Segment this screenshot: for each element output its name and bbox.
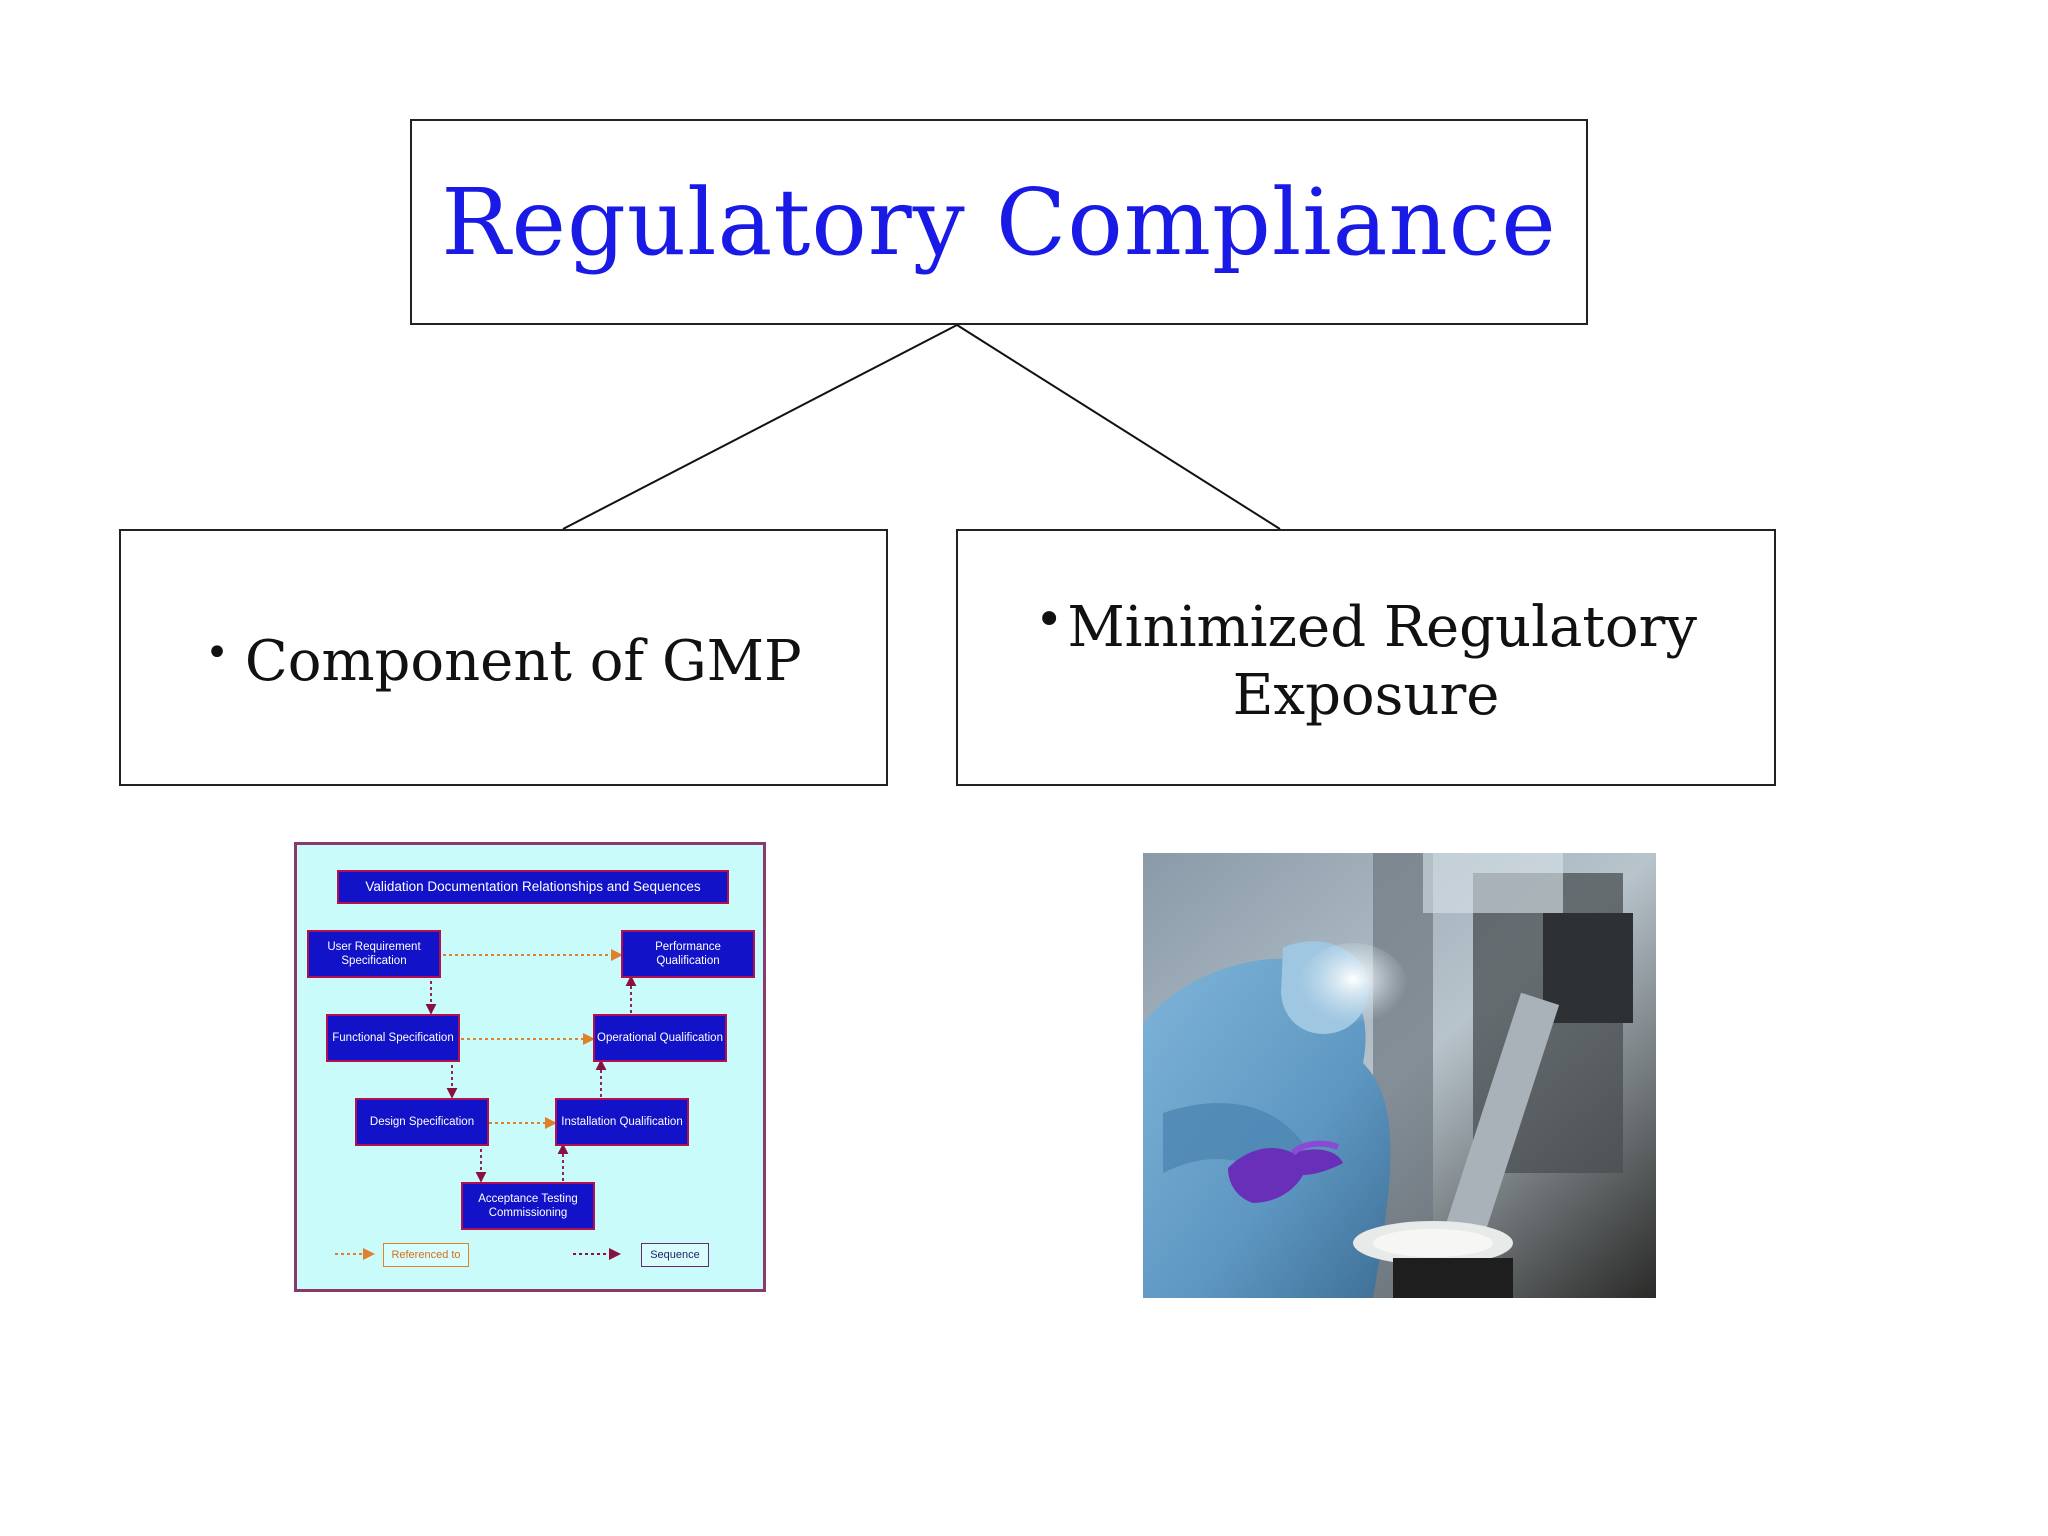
exposure-label-2: Exposure <box>1035 662 1697 730</box>
title-box: Regulatory Compliance <box>410 119 1588 325</box>
gmp-text-line: •Component of GMP <box>205 619 801 696</box>
node-performance-qualification: Performance Qualification <box>621 930 755 978</box>
node-operational-qualification: Operational Qualification <box>593 1014 727 1062</box>
validation-flowchart-image: Validation Documentation Relationships a… <box>294 842 766 1292</box>
legend-referenced-to: Referenced to <box>383 1243 469 1267</box>
node-installation-qualification: Installation Qualification <box>555 1098 689 1146</box>
bullet-icon: • <box>1035 586 1063 654</box>
connector-left <box>563 325 957 529</box>
node-functional-specification: Functional Specification <box>326 1014 460 1062</box>
gmp-box: •Component of GMP <box>119 529 888 786</box>
connector-right <box>957 325 1280 529</box>
exposure-text: •Minimized Regulatory Exposure <box>1035 586 1697 730</box>
cleanroom-photo-drawing <box>1143 853 1656 1298</box>
page-title: Regulatory Compliance <box>441 169 1557 276</box>
flowchart-header: Validation Documentation Relationships a… <box>337 870 729 904</box>
cleanroom-photo <box>1143 853 1656 1298</box>
node-acceptance-testing: Acceptance Testing Commissioning <box>461 1182 595 1230</box>
exposure-line-1: •Minimized Regulatory <box>1035 586 1697 662</box>
bullet-icon: • <box>205 619 229 687</box>
node-design-specification: Design Specification <box>355 1098 489 1146</box>
exposure-box: •Minimized Regulatory Exposure <box>956 529 1776 786</box>
legend-sequence: Sequence <box>641 1243 709 1267</box>
node-user-requirement: User Requirement Specification <box>307 930 441 978</box>
gmp-label: Component of GMP <box>245 629 802 694</box>
exposure-label-1: Minimized Regulatory <box>1067 595 1697 660</box>
